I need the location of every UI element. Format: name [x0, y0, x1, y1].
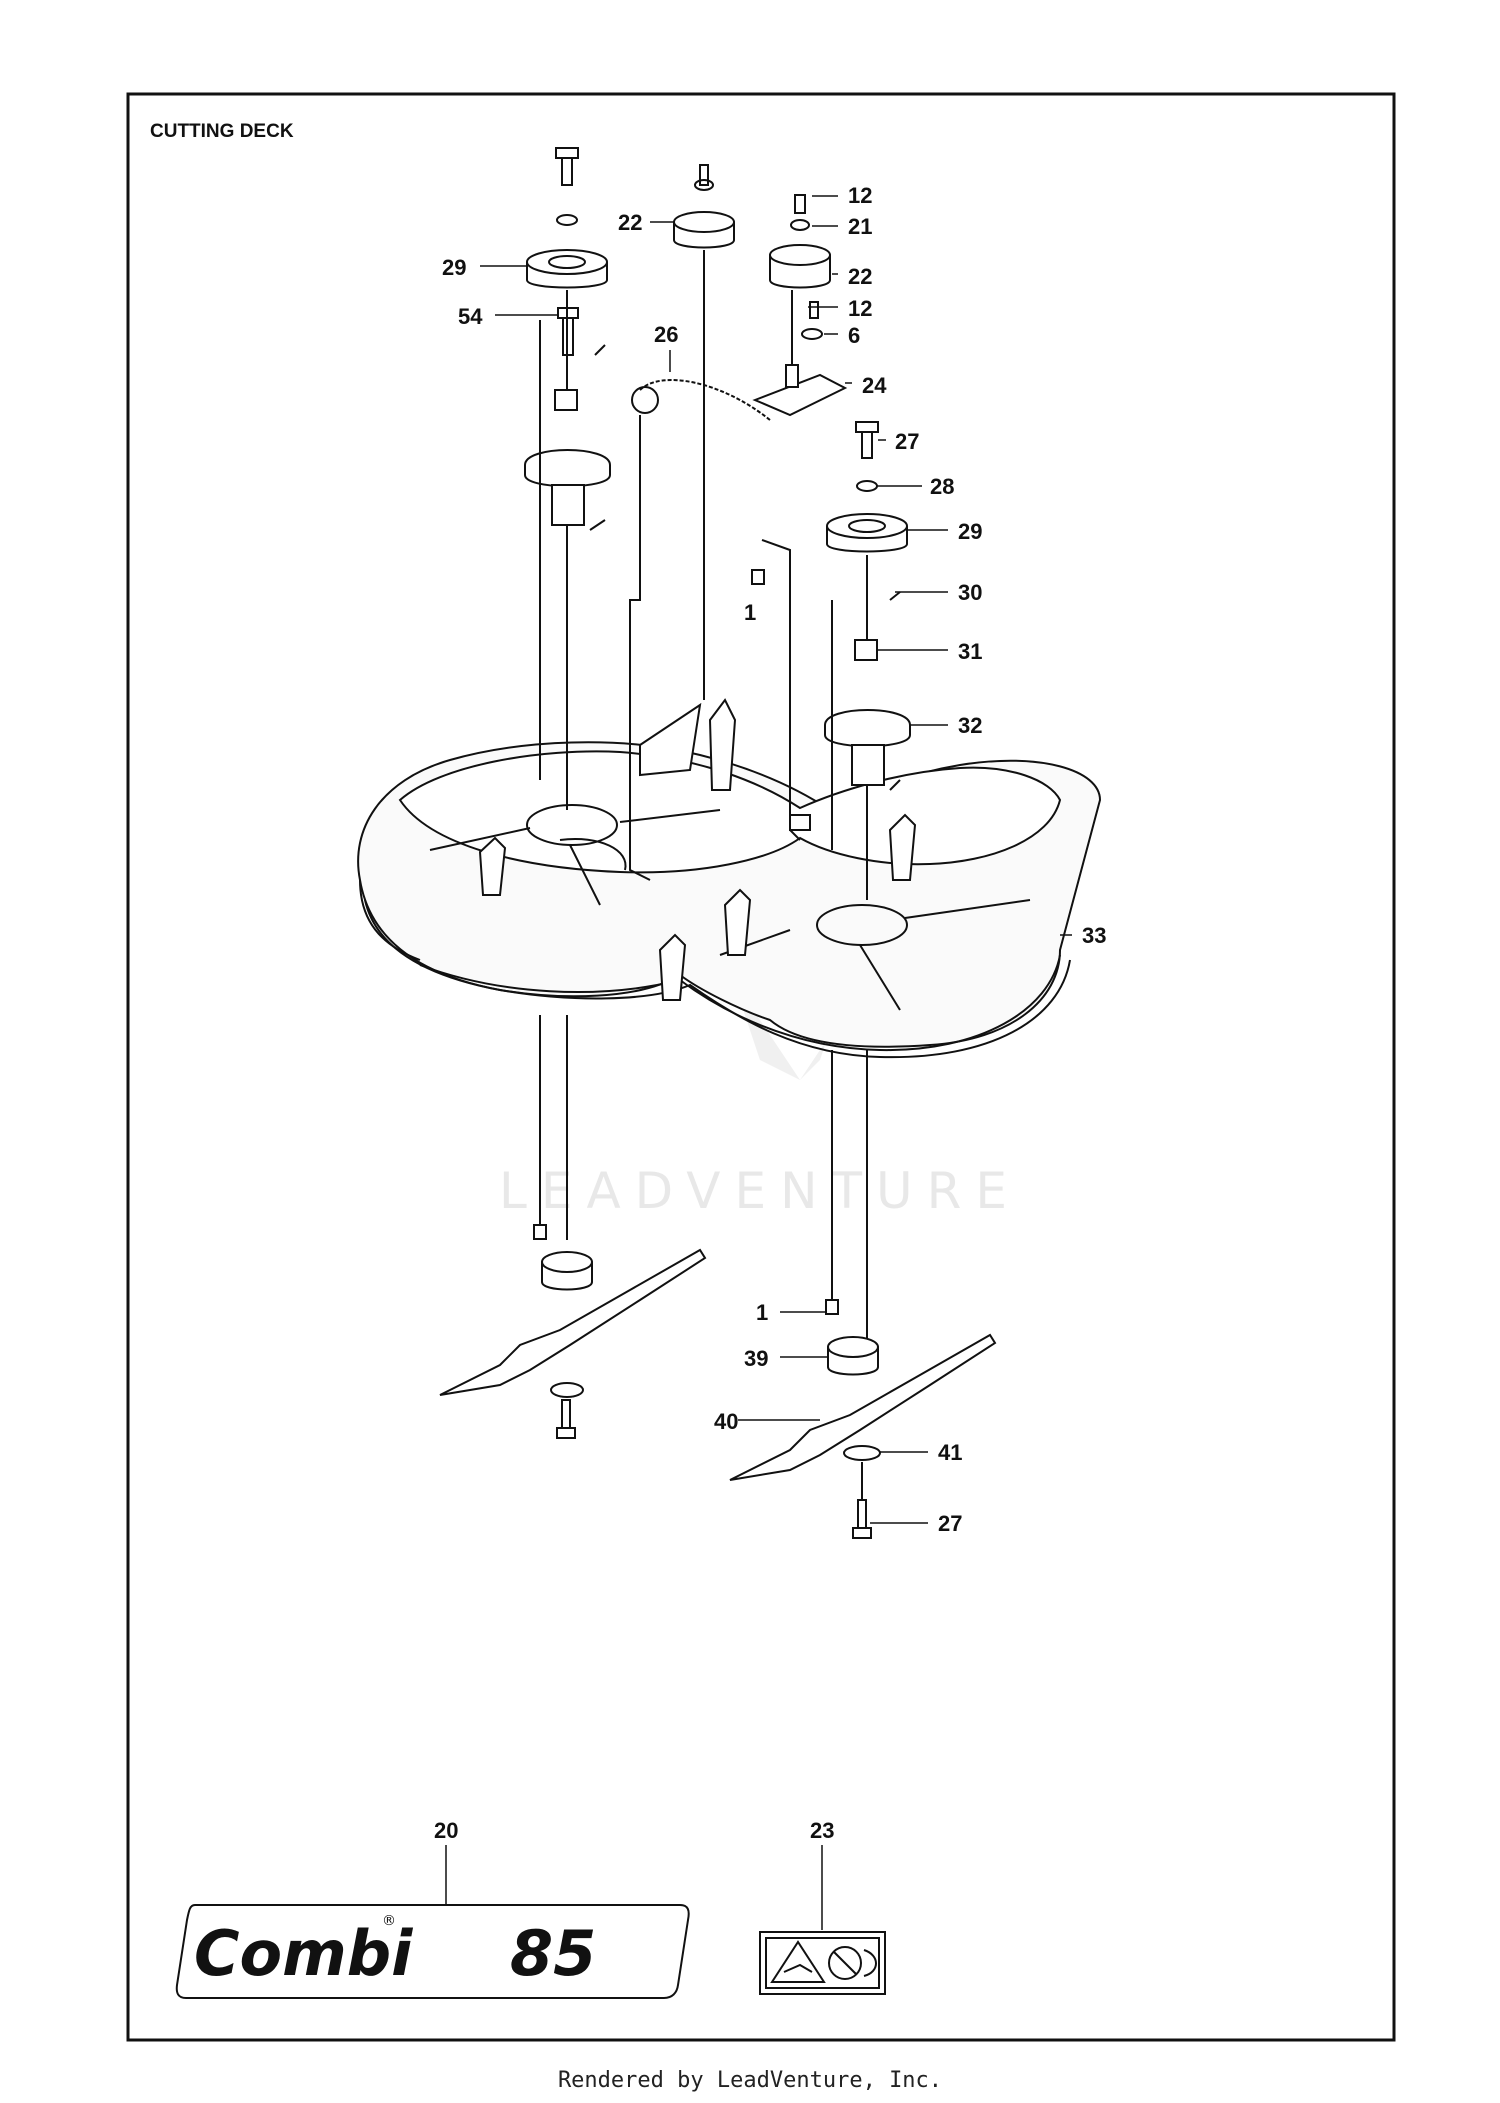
- nut-left-bottom: [533, 1224, 547, 1240]
- prohibition-icon: [828, 1946, 862, 1980]
- pulley-29-right: [826, 513, 908, 539]
- nut-1-lower: [825, 1299, 839, 1315]
- callout-6: 6: [848, 323, 860, 348]
- deck-bracket-left: [478, 836, 507, 896]
- spring-hook-26: [631, 386, 659, 414]
- diagram-title: CUTTING DECK: [150, 121, 294, 142]
- deck-bracket-front: [708, 698, 737, 791]
- callout-40: 40: [714, 1409, 738, 1434]
- callout-32: 32: [958, 713, 982, 738]
- keys-left: [589, 344, 606, 531]
- pulley-22-center: [673, 211, 735, 233]
- callout-27: 27: [895, 429, 919, 454]
- idler-arm-24: [752, 373, 848, 417]
- bolt-left-top: [561, 154, 573, 186]
- deck-guard-plate: [639, 702, 702, 777]
- callout-28: 28: [930, 474, 954, 499]
- hand-blade-icon: [783, 1963, 813, 1973]
- keys-right: [889, 591, 901, 791]
- callout-26: 26: [654, 322, 678, 347]
- callout-39: 39: [744, 1346, 768, 1371]
- callout-1: 1: [744, 600, 756, 625]
- spindle-housing-32: [824, 709, 911, 748]
- callout-21: 21: [848, 214, 872, 239]
- deck-spindle-hole-left-ring: [526, 804, 618, 846]
- idler-mount-plate: [789, 814, 811, 831]
- callout-22: 22: [618, 210, 642, 235]
- diagram-frame: [126, 92, 1396, 2042]
- washer-left-bottom: [550, 1382, 584, 1398]
- spring-route-line: [629, 415, 651, 881]
- deck-bracket-rear: [658, 933, 687, 1001]
- decal-combi-85: [175, 1904, 690, 1999]
- left-spindle-stack: [524, 147, 611, 1240]
- blade-40: [729, 1333, 997, 1481]
- cutting-deck-housing: [357, 741, 1102, 1059]
- decal-safety-warning: [759, 1931, 886, 1995]
- callout-29: 29: [442, 255, 466, 280]
- bearing-39: [827, 1336, 879, 1358]
- bolt-12-top: [794, 194, 806, 214]
- callout-30: 30: [958, 580, 982, 605]
- bolt-12-lower: [809, 301, 819, 319]
- pulley-29-left: [526, 249, 608, 275]
- bushing-left: [554, 389, 578, 411]
- callout-12: 12: [848, 296, 872, 321]
- washer-6: [801, 328, 823, 340]
- decal-logo-number: 85: [510, 1917, 596, 1990]
- decal-registered-mark: ®: [382, 1913, 396, 1929]
- nut-1-upper: [751, 569, 765, 585]
- callout-29: 29: [958, 519, 982, 544]
- decal-logo-text: Combi: [194, 1917, 413, 1990]
- leader-lines: [445, 195, 1072, 1930]
- bushing-31: [854, 639, 878, 661]
- right-blade-assembly: [729, 1299, 997, 1539]
- callout-31: 31: [958, 639, 982, 664]
- callout-23: 23: [810, 1818, 834, 1843]
- callout-12: 12: [848, 183, 872, 208]
- left-blade-assembly: [439, 1224, 707, 1439]
- footer-credit: Rendered by LeadVenture, Inc.: [557, 2068, 943, 2093]
- idler-route-line: [761, 539, 801, 841]
- washer-left-top: [556, 214, 578, 226]
- center-pulley-stack: [629, 164, 848, 881]
- spring-26: [639, 379, 771, 421]
- callout-41: 41: [938, 1440, 962, 1465]
- watermark: LEADVENTURE: [499, 960, 1021, 1220]
- callout-33: 33: [1082, 923, 1106, 948]
- callout-20: 20: [434, 1818, 458, 1843]
- callout-54: 54: [458, 304, 483, 329]
- callout-1: 1: [756, 1300, 768, 1325]
- right-spindle-stack: [824, 421, 911, 1340]
- callout-22: 22: [848, 264, 872, 289]
- deck-spindle-hole-right-ring: [816, 904, 908, 946]
- warning-triangle-icon: [770, 1940, 826, 1983]
- bolt-27-bottom: [857, 1499, 867, 1531]
- washer-41: [843, 1445, 881, 1461]
- deck-spindle-hole-left: [559, 838, 627, 871]
- callouts: 12 21 22 22 29 12 54 6 26 24 27 28 29 30…: [434, 183, 1106, 1843]
- watermark-text: LEADVENTURE: [499, 1162, 1021, 1220]
- rotation-icon: [863, 1949, 877, 1977]
- callout-24: 24: [862, 373, 887, 398]
- spindle-housing-left: [524, 449, 611, 488]
- deck-bracket-right: [888, 813, 917, 881]
- deck-ribs: [429, 809, 1031, 1011]
- bearing-left: [541, 1251, 593, 1273]
- deck-bracket-mid: [723, 888, 752, 956]
- callout-27: 27: [938, 1511, 962, 1536]
- washer-21: [790, 219, 810, 231]
- washer-28: [856, 480, 878, 492]
- blade-left: [439, 1248, 707, 1396]
- pulley-22-right: [769, 244, 831, 266]
- bolt-left-bottom: [561, 1399, 571, 1431]
